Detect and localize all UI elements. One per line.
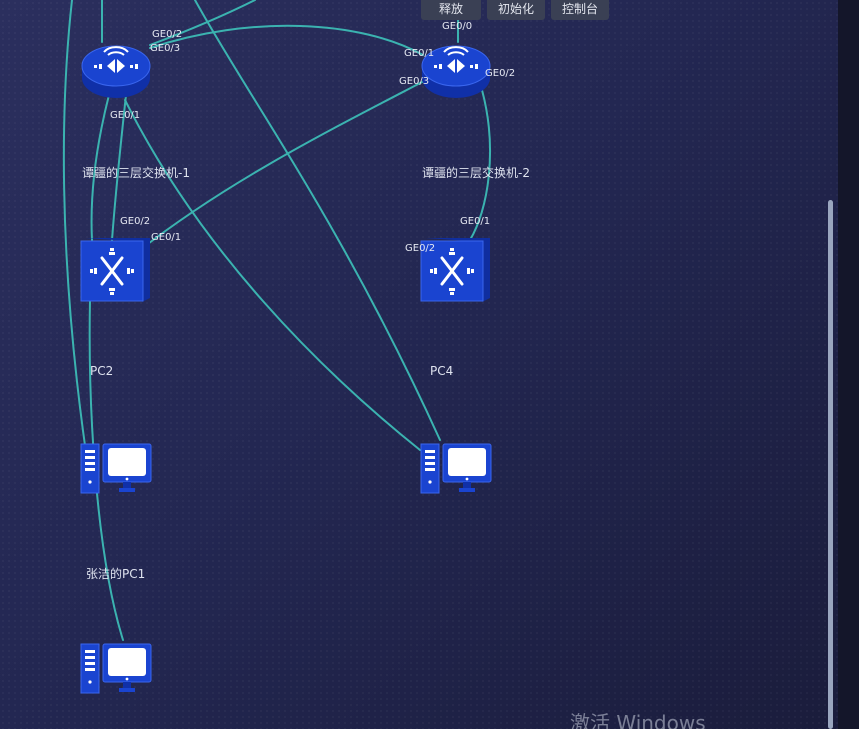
device-name-label: 张洁的PC1 [86,567,146,581]
router-1[interactable] [80,40,152,102]
link-line [194,0,441,441]
topology-canvas[interactable]: 释放 初始化 控制台 GE0/2 GE0/3 GE0/1 谭疆的三层交换机-1 [0,0,838,729]
vertical-scrollbar[interactable] [828,200,833,729]
port-label: GE0/2 [485,68,516,79]
init-button[interactable]: 初始化 [487,0,545,20]
windows-activation-watermark: 激活 Windows [570,711,706,729]
port-label: GE0/1 [404,48,435,59]
port-label: GE0/1 [110,110,141,121]
pc-icon [420,443,492,494]
port-label: GE0/3 [399,76,430,87]
pc-icon [80,643,152,694]
pc-1[interactable] [80,642,152,696]
switch-2[interactable] [420,236,492,302]
link-line [149,24,424,56]
device-name-label: 谭疆的三层交换机-1 [82,166,190,180]
link-line [90,94,110,241]
pc-icon [80,443,152,494]
router-icon [421,45,491,98]
right-panel-edge [838,0,859,729]
port-label: GE0/3 [150,43,181,54]
release-button[interactable]: 释放 [421,0,481,20]
link-line [62,0,91,481]
switch-1[interactable] [80,236,152,302]
router-icon [81,45,151,98]
link-line [124,99,421,451]
console-button[interactable]: 控制台 [551,0,609,20]
port-label: GE0/2 [120,216,151,227]
port-label: GE0/1 [460,216,491,227]
link-line [139,79,427,251]
link-line [149,0,256,46]
router-2[interactable] [420,40,492,102]
port-label: GE0/2 [152,29,183,40]
port-label: GE0/2 [405,243,436,254]
pc-4[interactable] [420,442,492,496]
port-label: GE0/0 [442,21,473,32]
port-label: GE0/1 [151,232,182,243]
link-line [111,94,127,241]
device-name-label: 谭疆的三层交换机-2 [422,166,530,180]
switch-icon [80,238,150,302]
device-name-label: PC4 [430,364,454,378]
pc-2[interactable] [80,442,152,496]
link-layer [62,0,491,641]
switch-icon [420,238,490,302]
link-line [469,89,491,241]
device-name-label: PC2 [90,364,114,378]
